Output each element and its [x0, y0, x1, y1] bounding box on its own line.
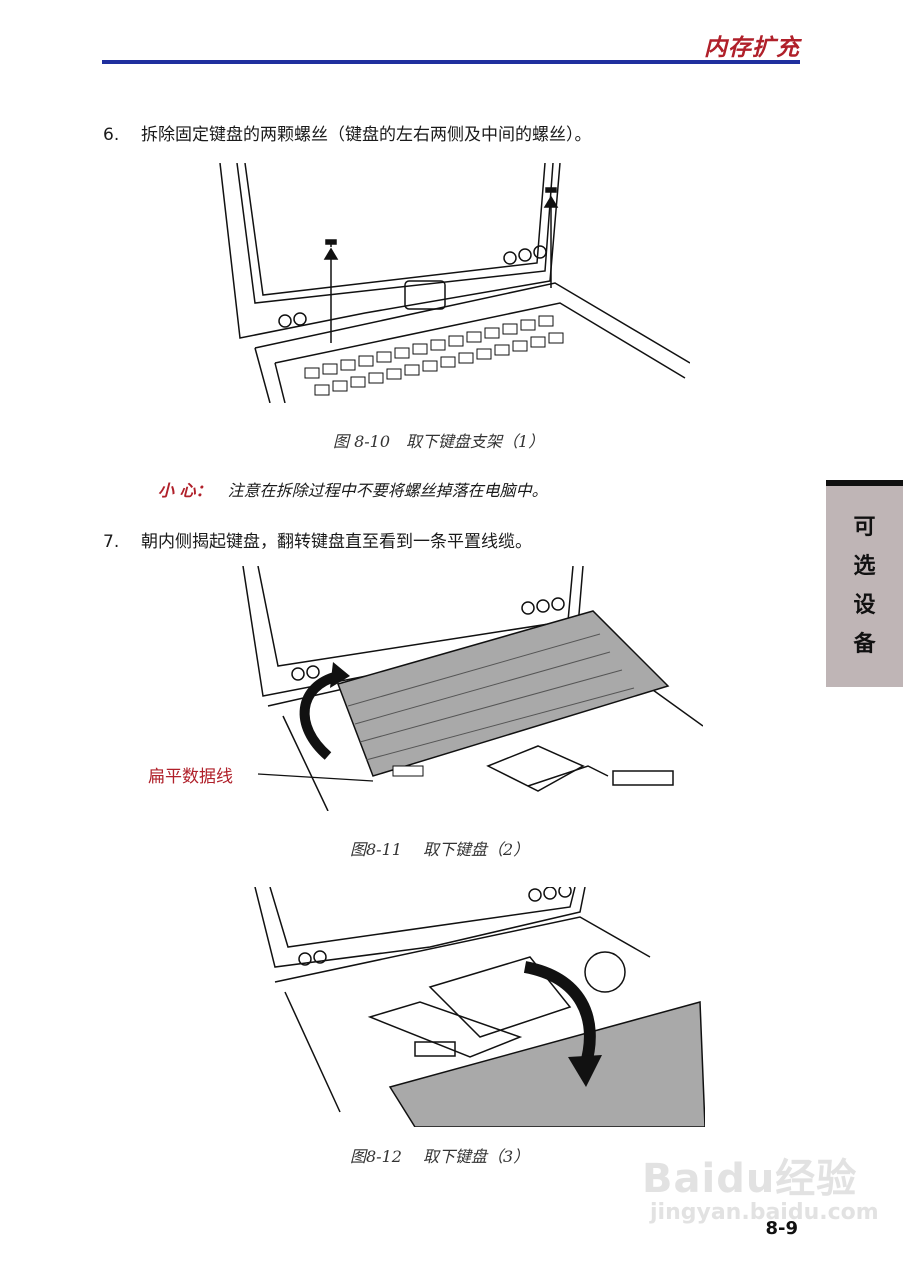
side-tab-char: 备: [853, 632, 876, 657]
page-number: 8-9: [765, 1218, 798, 1239]
ribbon-cable-label: 扁平数据线: [148, 767, 233, 787]
side-tab-char: 设: [853, 593, 876, 618]
laptop-screws-illustration: [219, 163, 690, 403]
section-side-tab: 可 选 设 备: [826, 480, 903, 687]
figure-8-11: [238, 566, 703, 811]
watermark-main: Baidu经验: [642, 1156, 858, 1202]
chapter-title: 内存扩充: [704, 35, 800, 61]
figure-8-12-caption: 图8-12 取下键盘（3）: [350, 1147, 530, 1166]
keyboard-panel: [337, 610, 670, 777]
step-number: 7.: [103, 532, 120, 552]
step-7: 7. 朝内侧揭起键盘，翻转键盘直至看到一条平置线缆。: [103, 527, 532, 552]
laptop-keyboard-lift-illustration: [242, 566, 703, 811]
step-text: 拆除固定键盘的两颗螺丝（键盘的左右两侧及中间的螺丝）。: [141, 125, 592, 145]
side-tab-char: 选: [853, 554, 876, 579]
figure-8-11-caption: 图8-11 取下键盘（2）: [350, 840, 530, 859]
figure-8-10: [215, 163, 690, 403]
key-grid: [304, 315, 564, 396]
step-6: 6. 拆除固定键盘的两颗螺丝（键盘的左右两侧及中间的螺丝）。: [103, 120, 592, 145]
caution-note: 小 心： 注意在拆除过程中不要将螺丝掉落在电脑中。: [158, 477, 548, 501]
figure-8-12: [250, 887, 705, 1127]
figure-8-10-caption: 图 8-10 取下键盘支架（1）: [333, 432, 545, 451]
flipped-keyboard-panel: [388, 1001, 705, 1127]
watermark-sub: jingyan.baidu.com: [650, 1200, 879, 1225]
caution-label: 小 心：: [158, 481, 212, 500]
laptop-keyboard-flipped-illustration: [254, 887, 705, 1127]
baidu-watermark: Baidu经验 jingyan.baidu.com: [642, 1146, 879, 1225]
side-tab-char: 可: [853, 515, 876, 540]
step-number: 6.: [103, 125, 120, 145]
header-rule: [102, 60, 800, 64]
caution-text: 注意在拆除过程中不要将螺丝掉落在电脑中。: [227, 481, 548, 500]
step-text: 朝内侧揭起键盘，翻转键盘直至看到一条平置线缆。: [141, 532, 532, 552]
